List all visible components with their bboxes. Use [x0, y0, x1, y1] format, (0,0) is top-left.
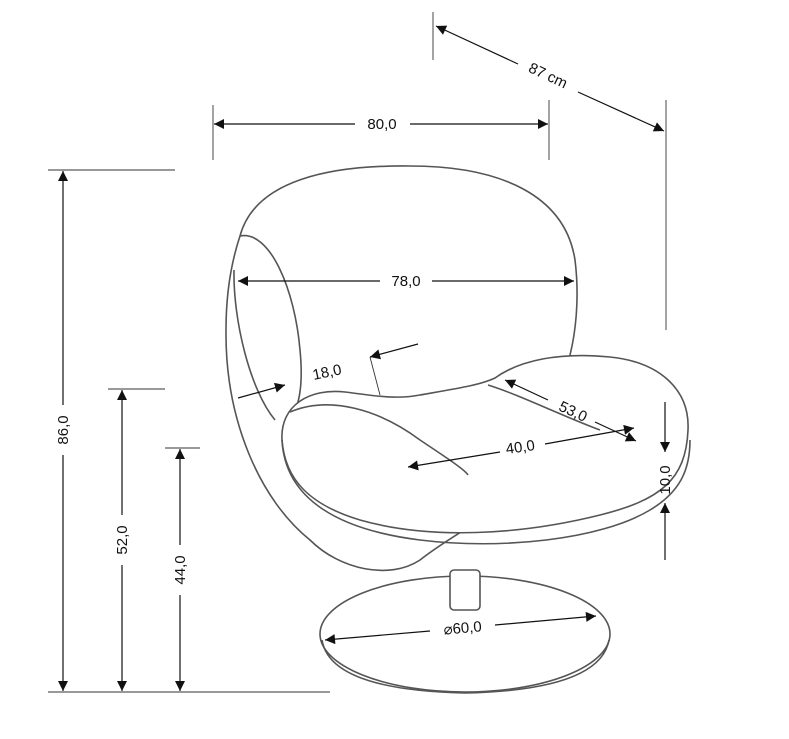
seat-thickness-label: 10,0	[657, 465, 674, 494]
extension-lines	[48, 12, 667, 693]
back-width-label: 78,0	[391, 273, 420, 290]
armrest-width-label: 18,0	[311, 361, 343, 384]
chair-seat	[281, 354, 691, 545]
chair-base	[319, 569, 611, 694]
total-height-label: 86,0	[55, 415, 72, 444]
seat-depth-label: 40,0	[505, 437, 536, 458]
base-diameter-label: ⌀60,0	[443, 618, 483, 638]
seat-height-label: 44,0	[172, 555, 189, 584]
dimension-lines	[58, 25, 670, 691]
armrest-height-label: 52,0	[114, 525, 131, 554]
depth-label: 87 cm	[526, 60, 570, 93]
width-label: 80,0	[367, 116, 396, 133]
